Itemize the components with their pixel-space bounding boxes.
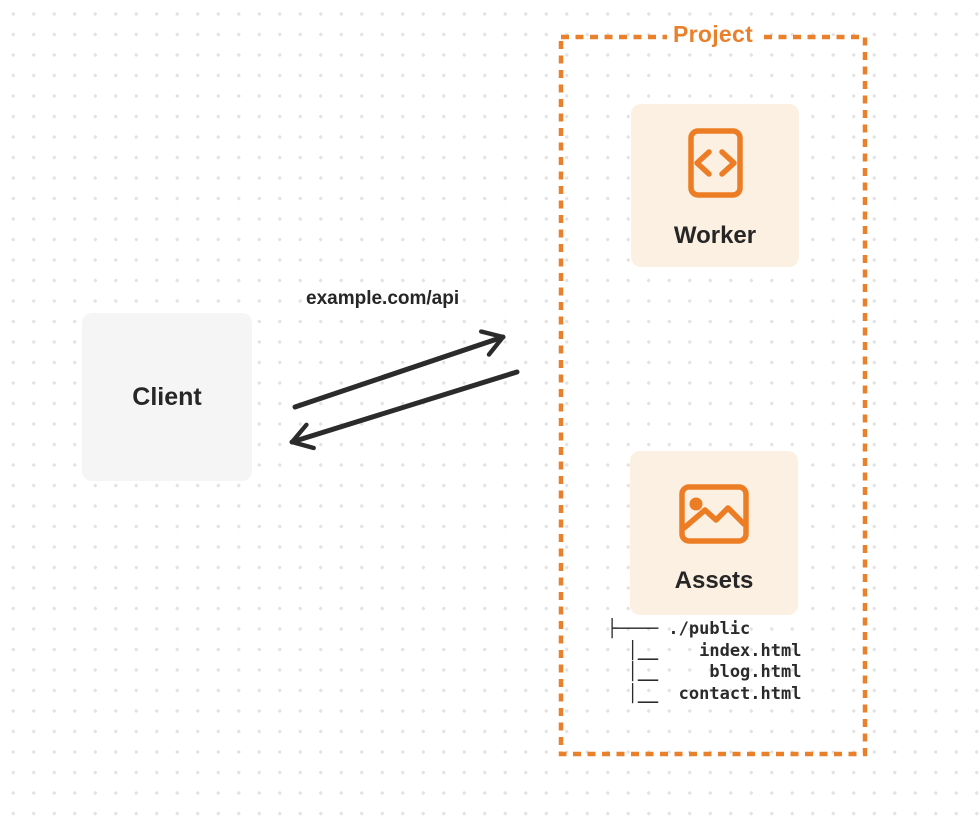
worker-label: Worker (673, 222, 757, 249)
tree-line-public: ├──── ./public (607, 619, 751, 639)
tree-line-contact-html: │__ contact.html (607, 683, 802, 704)
client-node: Client (82, 313, 252, 481)
assets-label: Assets (674, 567, 754, 594)
project-group: Project (561, 20, 865, 48)
image-icon (679, 484, 749, 544)
file-tree: ├──── ./public │__ index.html │__ blog.h… (607, 619, 801, 705)
tree-line-index-html: │__ index.html (607, 640, 802, 661)
tree-line-blog-html: │__ blog.html (607, 662, 802, 682)
code-icon (687, 128, 743, 198)
project-title: Project (666, 20, 760, 48)
request-arrow (292, 329, 506, 410)
response-arrow (289, 369, 520, 451)
worker-node: Worker (631, 104, 799, 267)
request-url-label: example.com/api (306, 288, 460, 309)
assets-node: Assets (630, 451, 798, 615)
client-label: Client (132, 382, 202, 411)
